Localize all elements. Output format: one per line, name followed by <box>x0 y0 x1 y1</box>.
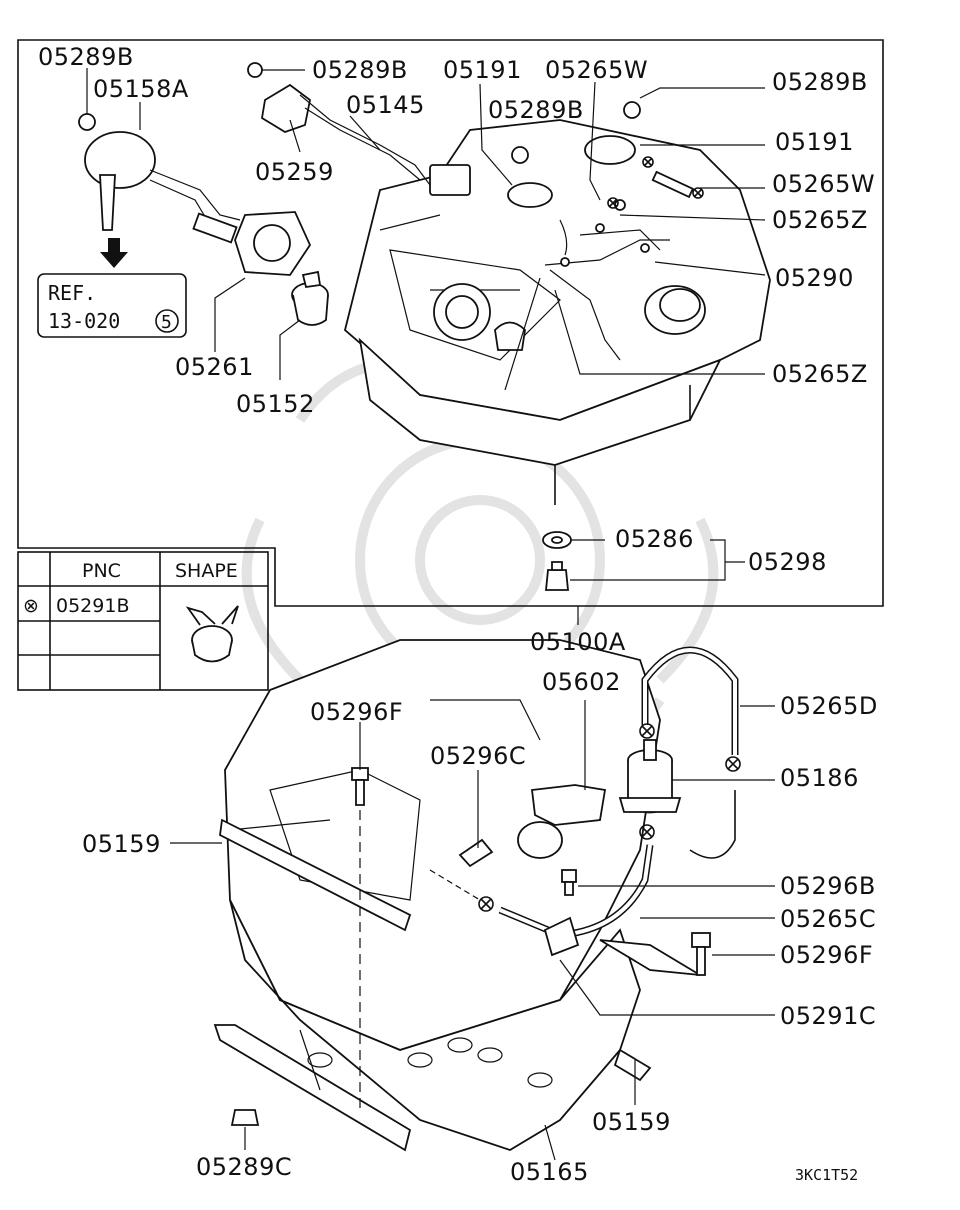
down-arrow-icon <box>100 238 128 268</box>
label-05259: 05259 <box>255 158 334 186</box>
label-05289B-a: 05289B <box>38 43 134 71</box>
label-05298: 05298 <box>748 548 827 576</box>
label-05296C: 05296C <box>430 742 526 770</box>
fuel-pump <box>291 270 329 326</box>
bolt-05296C <box>458 838 494 868</box>
label-05152: 05152 <box>236 390 315 418</box>
table-header-pnc: PNC <box>82 560 121 582</box>
nut-a <box>78 113 96 131</box>
reference-box: REF. 13-020 5 <box>37 273 187 338</box>
mounting-band-upper <box>219 818 412 932</box>
plug <box>545 561 569 591</box>
label-05265C: 05265C <box>780 905 876 933</box>
label-05159-b: 05159 <box>592 1108 671 1136</box>
table-header-shape: SHAPE <box>175 560 238 582</box>
fuel-gauge-unit <box>84 131 241 244</box>
label-05145: 05145 <box>346 91 425 119</box>
part-labels: 05289B 05158A 05289B 05145 05259 05191 0… <box>38 43 878 1186</box>
label-05165: 05165 <box>510 1158 589 1186</box>
label-05289B-c: 05289B <box>488 96 584 124</box>
table-row-pnc: 05291B <box>56 595 129 617</box>
label-05602: 05602 <box>542 668 621 696</box>
fuel-filter <box>618 739 682 814</box>
nut-d <box>623 101 641 119</box>
label-05158A: 05158A <box>93 75 189 103</box>
ref-circled-number: 5 <box>161 312 172 333</box>
label-05265Z-a: 05265Z <box>772 206 868 234</box>
filter-bracket <box>517 784 607 859</box>
bolt-05296F-b <box>691 932 711 976</box>
label-05261: 05261 <box>175 353 254 381</box>
nut-c <box>511 146 529 164</box>
level-sensor <box>247 62 431 186</box>
leader-lines <box>86 68 775 1161</box>
label-05296B: 05296B <box>780 872 876 900</box>
fuel-line <box>689 790 736 859</box>
pnc-table: PNC SHAPE ⊗ 05291B <box>17 551 269 691</box>
label-05265W-b: 05265W <box>772 170 875 198</box>
clamp-shape-icon <box>185 605 239 663</box>
label-05265W-a: 05265W <box>545 56 648 84</box>
ref-label: REF. <box>48 281 96 305</box>
label-05191-a: 05191 <box>443 56 522 84</box>
fuel-tank-upper <box>343 119 771 505</box>
label-05191-b: 05191 <box>775 128 854 156</box>
figure-code: 3KC1T52 <box>795 1166 858 1184</box>
label-05286: 05286 <box>615 525 694 553</box>
label-05296F-b: 05296F <box>780 941 873 969</box>
label-05291C: 05291C <box>780 1002 876 1030</box>
label-05289B-b: 05289B <box>312 56 408 84</box>
upper-assembly-frame <box>17 39 884 607</box>
label-05100A: 05100A <box>530 628 626 656</box>
label-05265D: 05265D <box>780 692 878 720</box>
fuel-tank-lower <box>213 639 701 1152</box>
ref-number: 13-020 <box>48 309 120 333</box>
label-05296F-a: 05296F <box>310 698 403 726</box>
clamp-marker-icons <box>478 156 741 912</box>
gasket <box>234 211 312 276</box>
protector-plate <box>213 1024 412 1152</box>
label-05186: 05186 <box>780 764 859 792</box>
bolt-05296F-a <box>351 767 369 806</box>
bolt-05296B <box>561 869 577 896</box>
label-05289B-d: 05289B <box>772 68 868 96</box>
nut-05289C <box>230 1109 260 1126</box>
label-05289C: 05289C <box>196 1153 292 1181</box>
mounting-band-lower <box>613 1048 652 1082</box>
hose-clip <box>543 916 580 957</box>
table-row-symbol: ⊗ <box>23 595 39 617</box>
label-05265Z-b: 05265Z <box>772 360 868 388</box>
grommet <box>542 531 572 549</box>
fuel-hose-upper <box>641 646 739 755</box>
label-05159-a: 05159 <box>82 830 161 858</box>
label-05290: 05290 <box>775 264 854 292</box>
